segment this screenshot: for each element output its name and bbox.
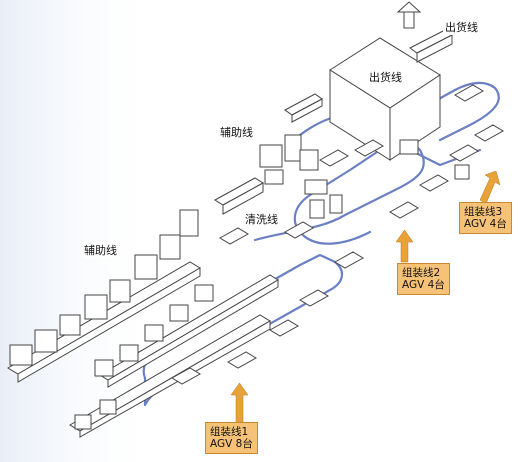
shipping-building <box>329 37 441 161</box>
callout-assembly-1-agv: AGV 8台 <box>210 438 253 450</box>
label-shipping-line-top: 出货线 <box>443 20 480 35</box>
aux-machines-left <box>9 209 214 430</box>
label-aux-line-left: 辅助线 <box>82 243 119 258</box>
arrow-assembly-1 <box>230 382 249 424</box>
arrow-assembly-3 <box>479 170 501 205</box>
label-cleaning-line: 清洗线 <box>243 212 280 227</box>
shipping-tower <box>396 1 422 29</box>
callout-assembly-2-agv: AGV 4台 <box>402 279 445 291</box>
callout-assembly-1-line: 组装线1 <box>210 426 249 438</box>
callout-assembly-3-agv: AGV 4台 <box>464 218 507 230</box>
label-shipping-line-building: 出货线 <box>369 71 402 84</box>
label-aux-line-upper: 辅助线 <box>218 125 255 140</box>
arrow-assembly-2 <box>395 229 414 263</box>
callout-assembly-1: 组装线1 AGV 8台 <box>205 422 258 454</box>
agv-carts <box>171 84 504 385</box>
callout-assembly-2-line: 组装线2 <box>402 267 441 279</box>
left-shade <box>0 0 160 462</box>
callout-assembly-3-line: 组装线3 <box>464 206 503 218</box>
aux-machines-upper <box>259 134 470 219</box>
callout-arrows <box>230 170 501 424</box>
callout-assembly-2: 组装线2 AGV 4台 <box>397 263 450 295</box>
callout-assembly-3: 组装线3 AGV 4台 <box>459 202 512 234</box>
